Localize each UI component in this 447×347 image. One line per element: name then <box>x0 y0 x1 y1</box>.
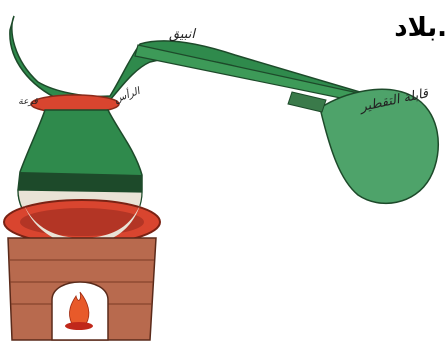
receiver-neck <box>288 92 326 112</box>
label-collar: قرعة <box>18 97 38 107</box>
label-alembic: انبيق <box>169 27 196 42</box>
flame-base <box>65 322 93 330</box>
cucurbit-dark-band <box>18 172 142 192</box>
furnace-rim-inner <box>20 208 144 236</box>
delivery-tube <box>135 45 372 104</box>
header-text: بلاد. <box>394 13 447 43</box>
